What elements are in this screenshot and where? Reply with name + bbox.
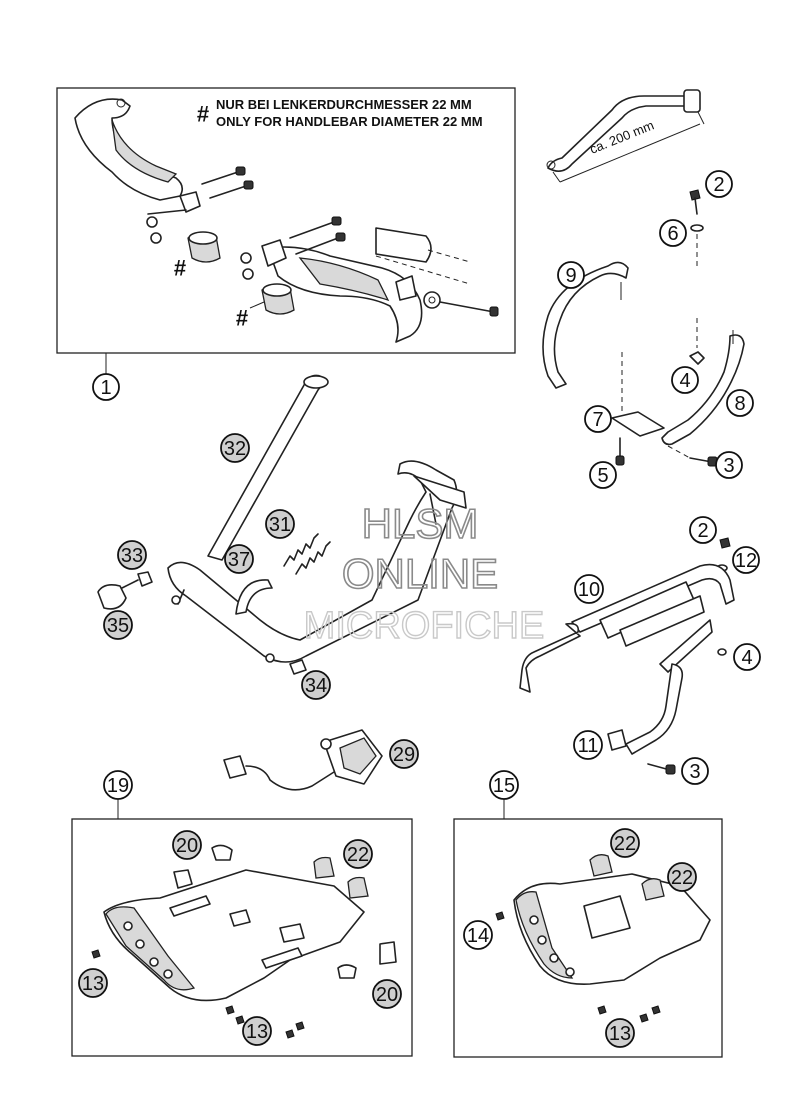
svg-text:4: 4: [741, 647, 752, 669]
callout-4a: 4: [671, 366, 699, 394]
svg-text:35: 35: [107, 615, 129, 637]
watermark: HLSM ONLINE MICROFICHE: [303, 499, 545, 648]
callout-22c: 22: [667, 862, 697, 892]
note-line-de: NUR BEI LENKERDURCHMESSER 22 MM: [216, 97, 472, 112]
note-line-en: ONLY FOR HANDLEBAR DIAMETER 22 MM: [216, 114, 483, 129]
engine-guard-kit-group: [453, 798, 723, 1058]
svg-text:14: 14: [467, 925, 489, 947]
svg-text:13: 13: [609, 1023, 631, 1045]
callout-14: 14: [463, 920, 493, 950]
callout-15: 15: [489, 770, 519, 800]
callout-32: 32: [220, 433, 250, 463]
callout-31: 31: [265, 509, 295, 539]
skid-plate-kit-group: [71, 798, 413, 1057]
callout-5: 5: [589, 461, 617, 489]
svg-text:5: 5: [597, 465, 608, 487]
svg-text:31: 31: [269, 514, 291, 536]
svg-text:3: 3: [723, 455, 734, 477]
right-handguard: [261, 239, 441, 343]
svg-text:20: 20: [176, 835, 198, 857]
engine-guard-kit-frame: [453, 818, 723, 1058]
svg-text:6: 6: [667, 223, 678, 245]
handlebar-end-hint: [375, 227, 471, 285]
svg-text:7: 7: [592, 409, 603, 431]
svg-text:12: 12: [735, 550, 757, 572]
callout-2b: 2: [689, 516, 717, 544]
callout-3a: 3: [715, 451, 743, 479]
svg-text:22: 22: [671, 867, 693, 889]
svg-text:1: 1: [100, 377, 111, 399]
watermark-line-3: MICROFICHE: [304, 605, 545, 647]
handguard-kit-frame: [56, 87, 516, 354]
svg-text:20: 20: [376, 984, 398, 1006]
callout-22a: 22: [343, 839, 373, 869]
callout-3b: 3: [681, 757, 709, 785]
callout-22b: 22: [610, 828, 640, 858]
svg-text:22: 22: [347, 844, 369, 866]
adapter-sleeve-left: #: [174, 231, 221, 281]
svg-text:37: 37: [228, 549, 250, 571]
svg-text:34: 34: [305, 675, 327, 697]
adapter-sleeve-right: #: [236, 283, 295, 331]
callout-29: 29: [389, 739, 419, 769]
svg-text:19: 19: [107, 775, 129, 797]
callout-13c: 13: [605, 1018, 635, 1048]
callout-37: 37: [224, 544, 254, 574]
callout-34: 34: [301, 670, 331, 700]
callout-13b: 13: [242, 1016, 272, 1046]
callout-13a: 13: [78, 968, 108, 998]
callout-7: 7: [584, 405, 612, 433]
svg-text:32: 32: [224, 438, 246, 460]
svg-text:13: 13: [246, 1021, 268, 1043]
svg-text:29: 29: [393, 744, 415, 766]
callout-1: 1: [92, 373, 120, 401]
wiring-harness-group: [223, 729, 383, 791]
svg-text:33: 33: [121, 545, 143, 567]
left-bolt-set: [146, 166, 254, 244]
callout-9: 9: [557, 261, 585, 289]
callout-12: 12: [732, 546, 760, 574]
note-marker-2: #: [174, 256, 186, 281]
callout-labels: 1 2 6 9 4 8 7 3 5 32 31 37 33 35 34 2 12…: [78, 170, 761, 1048]
watermark-line-1: HLSM: [362, 500, 479, 547]
callout-6: 6: [659, 219, 687, 247]
handguard-kit-group: # NUR BEI LENKERDURCHMESSER 22 MM ONLY F…: [56, 87, 516, 374]
side-stand-group: [97, 374, 467, 675]
svg-text:3: 3: [689, 761, 700, 783]
note-marker-1: #: [197, 102, 209, 127]
svg-text:4: 4: [679, 370, 690, 392]
svg-text:2: 2: [697, 520, 708, 542]
callout-20a: 20: [172, 830, 202, 860]
callout-20b: 20: [372, 979, 402, 1009]
svg-text:11: 11: [578, 735, 599, 757]
skid-plate-kit-frame: [71, 818, 413, 1057]
callout-19: 19: [103, 770, 133, 800]
right-bolt-set: [240, 216, 499, 317]
watermark-line-2: ONLINE: [342, 550, 498, 597]
note-marker-3: #: [236, 306, 248, 331]
luggage-rack-group: [519, 537, 735, 775]
svg-text:15: 15: [493, 775, 515, 797]
svg-text:2: 2: [713, 174, 724, 196]
callout-35: 35: [103, 610, 133, 640]
callout-8: 8: [726, 389, 754, 417]
svg-text:13: 13: [82, 973, 104, 995]
svg-text:22: 22: [614, 833, 636, 855]
svg-text:10: 10: [578, 579, 600, 601]
callout-11: 11: [573, 730, 603, 760]
callout-2a: 2: [705, 170, 733, 198]
callout-10: 10: [574, 574, 604, 604]
svg-text:8: 8: [734, 393, 745, 415]
left-handguard: [74, 98, 201, 213]
callout-33: 33: [117, 540, 147, 570]
callout-4b: 4: [733, 643, 761, 671]
svg-text:9: 9: [565, 265, 576, 287]
stand-springs: [283, 533, 331, 575]
